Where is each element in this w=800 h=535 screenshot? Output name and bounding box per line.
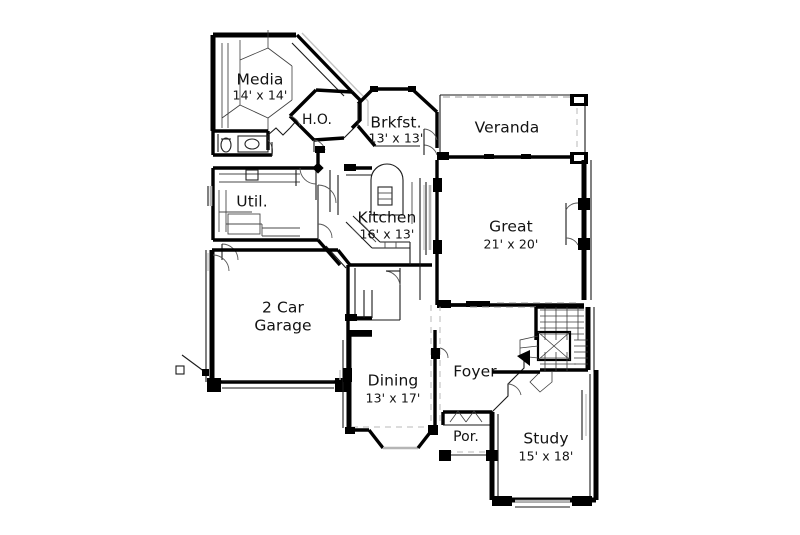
great-room: Great 21' x 20': [425, 160, 592, 308]
room-fills: [212, 33, 590, 385]
room-dim-brkfst: 13' x 13': [369, 131, 424, 146]
powder-bath: [211, 131, 273, 157]
room-dim-kitchen: 16' x 13': [360, 227, 415, 242]
dining-bay-window: [345, 425, 438, 450]
media-room: [210, 30, 358, 150]
study: Study 15' x 18': [489, 370, 599, 508]
veranda: Veranda: [437, 94, 588, 164]
room-label-veranda: Veranda: [475, 119, 540, 137]
room-dim-great: 21' x 20': [484, 237, 539, 252]
room-label-brkfst: Brkfst.: [370, 114, 421, 132]
garage: 2 Car Garage: [175, 248, 352, 392]
room-dim-study: 15' x 18': [519, 449, 574, 464]
room-label-util: Util.: [236, 193, 267, 211]
room-label-kitchen: Kitchen: [358, 209, 417, 227]
room-label-garage-line2: Garage: [254, 317, 311, 335]
room-label-media: Media: [236, 71, 283, 89]
dining-room: Dining 13' x 17': [339, 305, 441, 450]
room-label-dining: Dining: [368, 372, 419, 390]
breakfast-room: Brkfst. 13' x 13': [356, 86, 439, 156]
room-dim-media: 14' x 14': [233, 88, 288, 103]
room-dim-dining: 13' x 17': [366, 391, 421, 406]
room-label-great: Great: [489, 218, 533, 236]
veranda-column-ne: [570, 94, 588, 106]
media-labels: Media 14' x 14': [233, 71, 288, 103]
room-label-foyer: Foyer: [453, 363, 497, 381]
ho-room: H.O.: [288, 88, 369, 152]
room-label-study: Study: [523, 430, 568, 448]
hall-mud: [295, 146, 347, 269]
utility-room: Util.: [207, 166, 318, 261]
staircase: [517, 305, 595, 393]
kitchen-great-divider: [419, 178, 425, 300]
kitchen: Kitchen 16' x 13': [344, 163, 432, 267]
room-label-garage-line1: 2 Car: [262, 299, 305, 317]
room-label-ho: H.O.: [302, 112, 332, 128]
dimension-marker: [175, 354, 209, 376]
mid-hall: [345, 268, 401, 336]
room-label-por: Por.: [453, 429, 479, 445]
